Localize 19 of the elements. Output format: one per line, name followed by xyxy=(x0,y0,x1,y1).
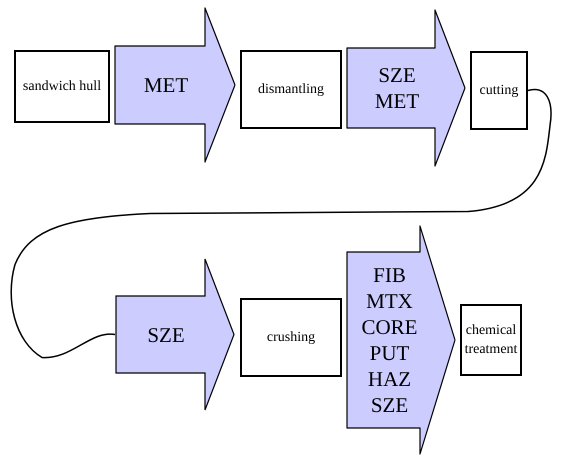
connector-line xyxy=(10,89,552,358)
process-box xyxy=(470,51,528,130)
code-label: SZE xyxy=(147,322,185,348)
edge-label: MET xyxy=(142,72,190,98)
step-label: dismantling xyxy=(258,81,324,99)
step-label: sandwich hull xyxy=(22,78,102,96)
step-label: chemical treatment xyxy=(464,322,518,359)
block-arrow xyxy=(115,258,235,411)
block-arrow xyxy=(346,9,466,167)
step-label: crushing xyxy=(266,329,316,347)
process-box xyxy=(460,304,522,376)
process-box xyxy=(240,50,342,129)
block-arrow xyxy=(346,225,456,455)
edge-label: SZE MET xyxy=(374,62,420,114)
edge-label: FIB MTX CORE PUT HAZ SZE xyxy=(360,262,418,418)
process-box xyxy=(14,50,110,123)
step-label: cutting xyxy=(480,82,518,100)
process-box xyxy=(240,298,342,377)
block-arrow xyxy=(114,7,236,163)
